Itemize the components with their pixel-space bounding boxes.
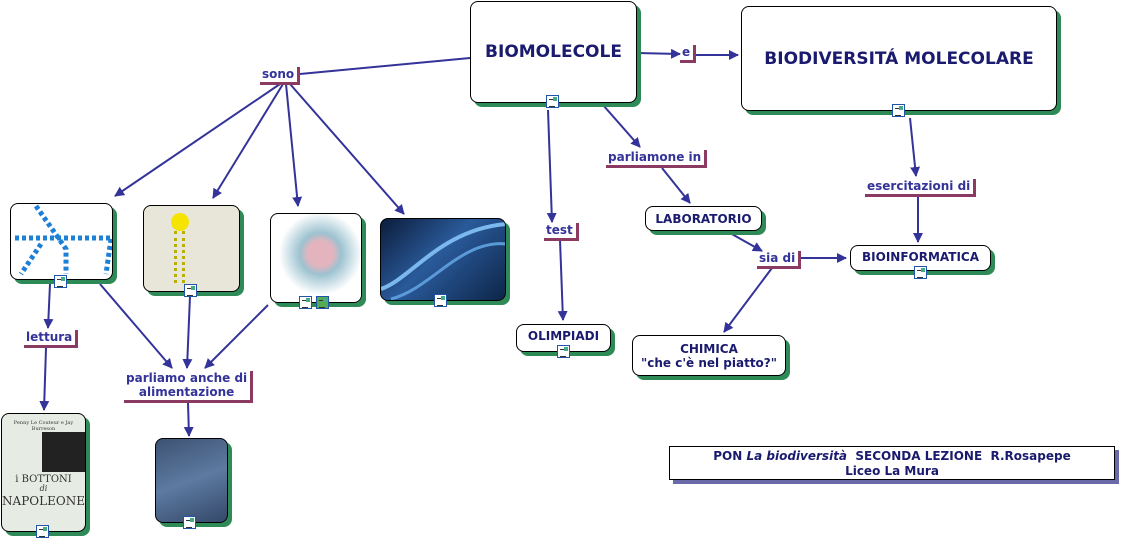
footer-italic: La biodiversità — [746, 449, 848, 463]
image-phospholipid[interactable] — [143, 205, 240, 292]
concept-label: CHIMICA — [680, 341, 738, 356]
book-author: Penny Le Couteur e Jay Burreson — [13, 420, 74, 432]
concept-label: OLIMPIADI — [527, 329, 600, 343]
link-line: parliamo anche di — [126, 371, 248, 385]
book-title: i BOTTONI — [15, 474, 72, 485]
document-icon[interactable] — [434, 294, 447, 307]
link-parliamone-in[interactable]: parliamone in — [606, 150, 708, 168]
link-esercitazioni-di[interactable]: esercitazioni di — [865, 179, 977, 197]
document-icon[interactable] — [183, 516, 196, 529]
book-title: di — [39, 484, 48, 493]
document-icon[interactable] — [557, 345, 570, 358]
document-icon[interactable] — [184, 284, 197, 297]
concept-chimica[interactable]: CHIMICA"che c'è nel piatto?" — [632, 335, 786, 376]
concept-label: "che c'è nel piatto?" — [640, 355, 778, 370]
concept-olimpiadi[interactable]: OLIMPIADI — [516, 324, 611, 352]
concept-bioinformatica[interactable]: BIOINFORMATICA — [850, 245, 991, 271]
document-icon[interactable] — [54, 275, 67, 288]
image-polysaccharide-chain[interactable] — [10, 203, 113, 280]
document-icon[interactable] — [914, 266, 927, 279]
concept-label: BIOINFORMATICA — [862, 250, 979, 264]
document-icon[interactable] — [546, 95, 559, 108]
link-e[interactable]: e — [680, 45, 697, 63]
concept-laboratorio[interactable]: LABORATORIO — [645, 206, 762, 231]
footer-school: Liceo La Mura — [845, 464, 939, 478]
link-sia-di[interactable]: sia di — [757, 251, 802, 269]
concept-label: BIOMOLECOLE — [485, 42, 622, 62]
concept-label: BIODIVERSITÁ MOLECOLARE — [764, 48, 1034, 69]
footer-text: PON — [713, 449, 747, 463]
link-line: alimentazione — [138, 385, 235, 399]
image-document-cover[interactable] — [155, 438, 228, 523]
link-test[interactable]: test — [544, 223, 579, 241]
concept-label: LABORATORIO — [655, 211, 752, 226]
image-dna-helix[interactable] — [380, 218, 506, 301]
link-sono[interactable]: sono — [260, 67, 301, 85]
document-icon[interactable] — [36, 525, 49, 538]
link-lettura[interactable]: lettura — [24, 330, 79, 348]
image-protein-structure[interactable] — [270, 213, 362, 303]
document-icon[interactable] — [299, 296, 312, 309]
footer-text: SECONDA LEZIONE R.Rosapepe — [847, 449, 1071, 463]
concept-biomolecole[interactable]: BIOMOLECOLE — [470, 1, 637, 103]
book-title: NAPOLEONE — [2, 494, 85, 508]
document-icon[interactable] — [892, 104, 905, 117]
image-book-cover[interactable]: Penny Le Couteur e Jay Burreson i BOTTON… — [1, 413, 86, 532]
video-icon[interactable] — [316, 296, 329, 309]
concept-biodiversita-molecolare[interactable]: BIODIVERSITÁ MOLECOLARE — [741, 6, 1057, 111]
footer-credits: PON La biodiversità SECONDA LEZIONE R.Ro… — [669, 446, 1115, 480]
